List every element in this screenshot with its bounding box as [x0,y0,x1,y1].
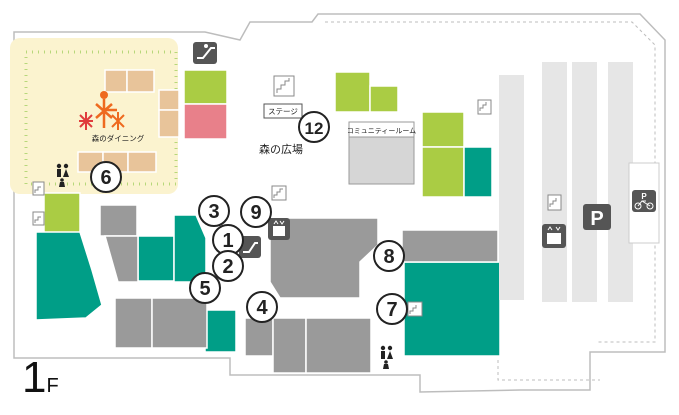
lime-shops [43,69,465,234]
shop-teal [204,309,237,353]
bike-parking-letter: P [641,192,647,201]
elevator-icon [268,218,290,240]
marker-circle [198,195,230,227]
shop-lime [43,192,81,234]
marker-circle [189,272,221,304]
escalator-icon [239,236,261,258]
elevator-icon [542,224,566,248]
dining-logo-icon [79,91,125,130]
marker-number: 9 [250,202,261,224]
marker-12[interactable]: 12 [298,111,330,143]
stairs-icon [32,211,45,226]
stairs-icon [407,301,423,317]
parking-row [499,75,524,300]
shop-lime [183,69,228,105]
marker-number: 3 [208,201,219,223]
parking-rows [499,62,633,302]
marker-number: 7 [386,299,397,321]
marker-circle [90,161,122,193]
shop-teal [35,231,103,321]
shop-lime [369,85,399,113]
marker-number: 5 [199,278,210,300]
shop-tan [104,69,128,93]
shop-teal [173,214,207,283]
forest-plaza-label: 森の広場 [259,142,303,156]
community-room-header [348,121,415,138]
marker-number: 1 [222,230,233,252]
shop-tan [158,89,180,111]
gray-shops [99,204,499,374]
marker-8[interactable]: 8 [373,240,405,272]
stairs-icon [477,99,492,115]
shop-gray [244,317,274,357]
marker-circle [240,196,272,228]
marker-number: 6 [100,167,111,189]
shop-gray [305,317,372,374]
shop-tan [126,69,155,93]
shop-lime [421,146,465,198]
bicycle-parking-icon: P [632,190,656,212]
shop-lime [421,111,465,148]
dining-shops [77,69,180,173]
marker-number: 8 [383,246,394,268]
marker-circle [376,293,408,325]
parking-letter: P [590,208,603,230]
stairs-icon [547,194,562,211]
shop-tan [127,151,157,173]
escalator-icon [193,42,217,64]
stage-label: ステージ [268,107,298,116]
parking-row [542,62,567,302]
floor-number: 1 [22,353,47,402]
dashed-walkway [325,21,656,381]
shop-gray [272,317,307,374]
stairs-icon [271,185,287,201]
marker-2[interactable]: 2 [212,250,244,282]
marker-number: 4 [256,297,268,319]
shop-gray [151,297,208,349]
marker-circle [212,250,244,282]
shop-gray [401,229,499,263]
marker-number: 2 [222,256,233,278]
stairs-icon [273,75,295,97]
marker-circle [298,111,330,143]
shop-lime [334,71,371,113]
marker-9[interactable]: 9 [240,196,272,228]
shop-teal [463,146,493,198]
marker-4[interactable]: 4 [246,291,278,323]
marker-6[interactable]: 6 [90,161,122,193]
marker-circle [246,291,278,323]
marker-7[interactable]: 7 [376,293,408,325]
marker-circle [373,240,405,272]
shop-gray [99,204,138,237]
parking-row [572,62,597,302]
stage [263,103,303,119]
shop-tan [158,109,180,138]
shop-gray [114,297,153,349]
stairs-icon [32,181,45,196]
community-room-label: コミュニティールーム [347,127,416,135]
forest-dining-label: 森のダイニング [92,133,145,143]
restroom-icon [380,345,393,369]
parking-icon: P [583,204,611,230]
shop-gray [104,235,139,283]
shop-teal [137,235,175,282]
floor-label: 1F [22,356,59,400]
marker-3[interactable]: 3 [198,195,230,227]
shop-pink [183,103,228,140]
marker-number: 12 [305,119,324,138]
marker-5[interactable]: 5 [189,272,221,304]
shop-gray [269,217,379,299]
restroom-icon [56,163,69,187]
floor-suffix: F [46,375,59,397]
